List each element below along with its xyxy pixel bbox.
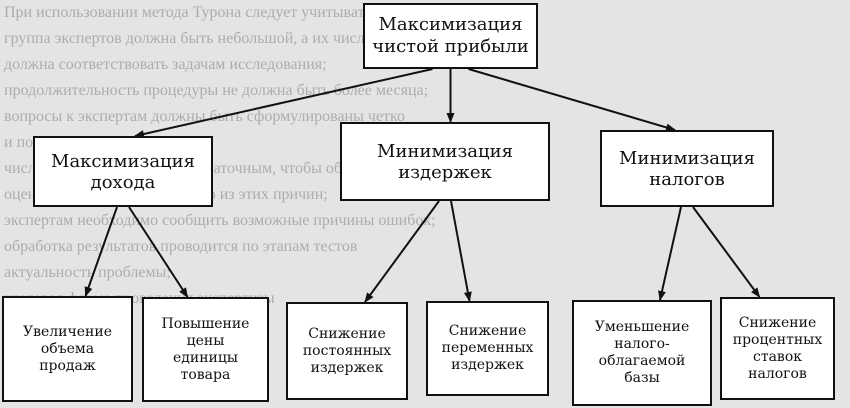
node-min-costs: Минимизация издержек	[340, 122, 550, 201]
edge-min-costs-to-variable-costs	[450, 200, 472, 302]
background-line: группа экспертов должна быть небольшой, …	[4, 30, 419, 47]
node-label: Снижение постоянных издержек	[302, 325, 392, 376]
edge-root-to-max-income	[134, 68, 433, 138]
edge-root-to-min-taxes	[468, 68, 676, 132]
edge-min-costs-to-fixed-costs	[364, 200, 440, 303]
node-label: Повышение цены единицы товара	[161, 315, 250, 383]
edge-min-taxes-to-tax-base	[658, 206, 682, 301]
node-max-income: Максимизация дохода	[33, 136, 213, 207]
node-label: Максимизация дохода	[51, 150, 195, 193]
node-min-taxes: Минимизация налогов	[600, 130, 774, 207]
node-label: Максимизация чистой прибыли	[372, 14, 529, 57]
node-fixed-costs: Снижение постоянных издержек	[286, 302, 408, 400]
edge-max-income-to-sales-volume	[84, 206, 118, 297]
node-variable-costs: Снижение переменных издержек	[426, 301, 549, 396]
node-label: Снижение процентных ставок налогов	[732, 314, 823, 382]
node-label: Увеличение объема продаж	[23, 323, 112, 374]
node-sales-volume: Увеличение объема продаж	[2, 296, 133, 402]
background-line: актуальность проблемы;	[4, 264, 171, 281]
node-tax-base: Уменьшение налого- облагаемой базы	[572, 300, 712, 406]
node-label: Минимизация издержек	[377, 140, 513, 183]
node-label: Снижение переменных издержек	[441, 323, 534, 373]
node-label: Минимизация налогов	[619, 147, 755, 190]
node-interest-rates: Снижение процентных ставок налогов	[720, 297, 835, 400]
background-line: экспертам необходимо сообщить возможные …	[4, 212, 436, 229]
edge-max-income-to-unit-price	[128, 206, 189, 298]
background-line: При использовании метода Турона следует …	[4, 4, 457, 21]
node-unit-price: Повышение цены единицы товара	[142, 297, 269, 402]
edge-min-taxes-to-interest-rates	[692, 206, 761, 298]
background-line: вопросы к экспертам должны быть сформули…	[4, 108, 405, 125]
node-max-profit: Максимизация чистой прибыли	[363, 3, 538, 69]
background-line: должна соответствовать задачам исследова…	[4, 56, 327, 73]
background-line: обработка результатов проводится по этап…	[4, 238, 358, 255]
node-label: Уменьшение налого- облагаемой базы	[594, 319, 690, 386]
